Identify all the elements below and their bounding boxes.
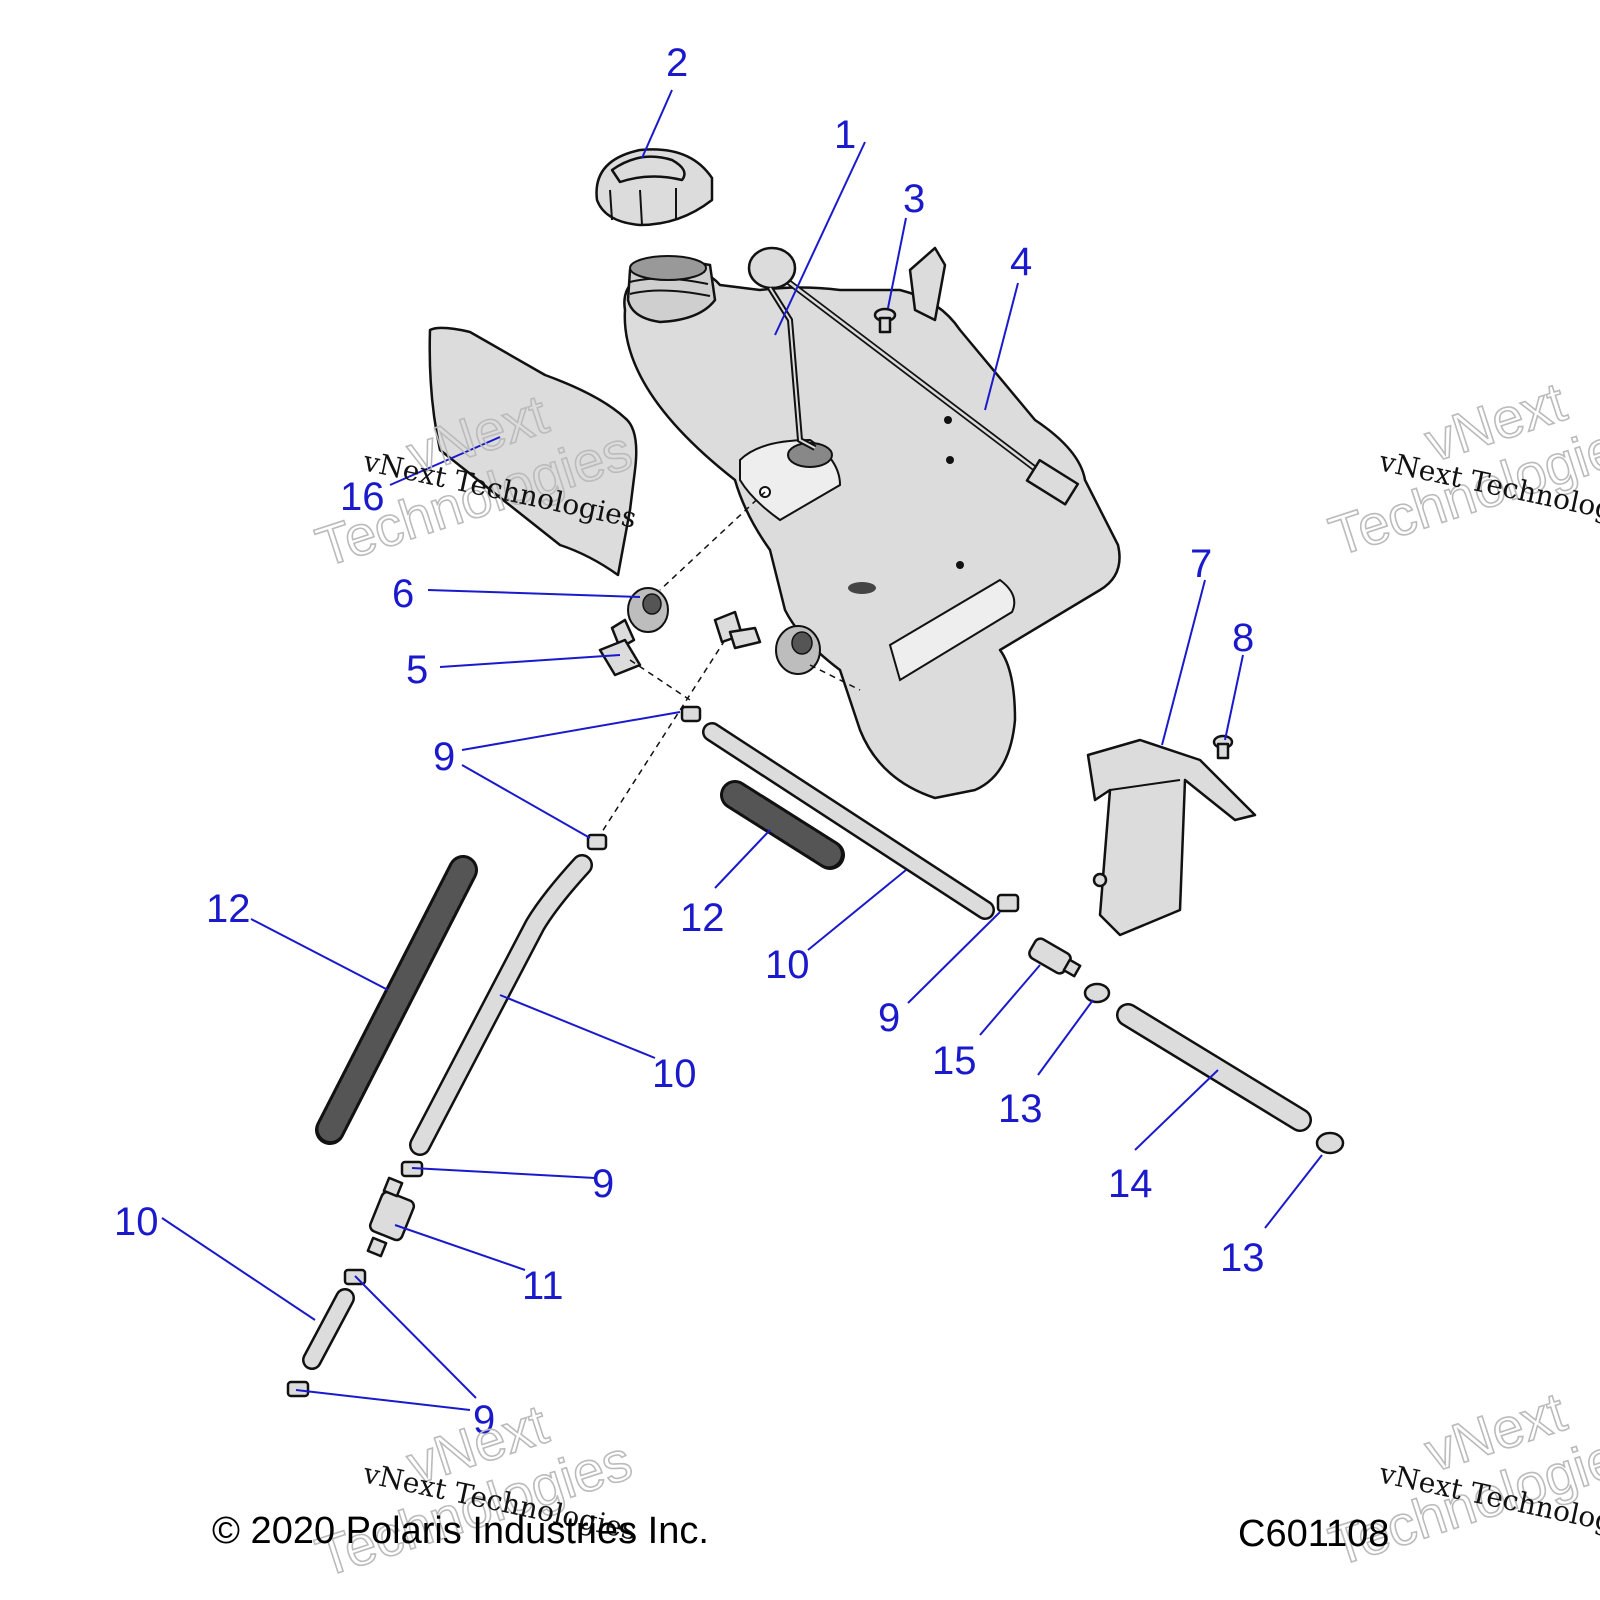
copyright-text: © 2020 Polaris Industries Inc. xyxy=(212,1510,709,1552)
clamp-9b xyxy=(586,833,608,851)
vent-hose-14 xyxy=(1116,1003,1312,1132)
bolt-8 xyxy=(1212,734,1234,760)
clamp-9c xyxy=(996,893,1020,913)
callout-15: 15 xyxy=(932,1039,977,1083)
elbow-fitting-5b xyxy=(713,610,762,650)
callout-10b: 10 xyxy=(652,1052,697,1096)
callout-9d: 9 xyxy=(473,1398,495,1442)
callout-9a: 9 xyxy=(433,735,455,779)
fuel-sender xyxy=(747,246,1080,506)
callout-6: 6 xyxy=(392,572,414,616)
callouts: 1 2 3 4 5 6 7 8 9 9 9 9 10 10 10 11 12 1… xyxy=(114,41,1265,1442)
check-valve xyxy=(1028,937,1082,978)
callout-14: 14 xyxy=(1108,1162,1153,1206)
elbow-fitting-5 xyxy=(598,618,642,677)
callout-12a: 12 xyxy=(206,887,251,931)
hose-10c xyxy=(302,1288,355,1370)
clamp-13a xyxy=(1083,982,1111,1004)
callout-16: 16 xyxy=(340,475,385,519)
grommet-6 xyxy=(627,587,669,633)
clamp-9f xyxy=(286,1380,310,1398)
callout-9b: 9 xyxy=(878,996,900,1040)
callout-2: 2 xyxy=(666,41,688,85)
callout-8: 8 xyxy=(1232,616,1254,660)
hose-10b xyxy=(409,854,593,1156)
sleeve-12b xyxy=(720,780,845,870)
callout-12b: 12 xyxy=(680,896,725,940)
heat-shield xyxy=(428,326,638,577)
callout-13b: 13 xyxy=(1220,1236,1265,1280)
fuel-tank xyxy=(623,246,1121,800)
callout-9c: 9 xyxy=(592,1162,614,1206)
callout-1: 1 xyxy=(834,113,856,157)
fuel-filter xyxy=(366,1176,416,1258)
fuel-cap xyxy=(595,148,714,227)
sleeve-12a xyxy=(315,855,478,1145)
clamp-9a xyxy=(680,705,702,723)
callout-5: 5 xyxy=(406,648,428,692)
assembly-lines xyxy=(599,491,861,836)
callout-4: 4 xyxy=(1010,240,1032,284)
figure-code: C601108 xyxy=(1238,1513,1389,1555)
callout-11: 11 xyxy=(522,1264,564,1308)
callout-7: 7 xyxy=(1190,542,1212,586)
clamp-13b xyxy=(1315,1131,1345,1155)
callout-10c: 10 xyxy=(114,1200,159,1244)
grommet-6b xyxy=(775,625,821,675)
callout-3: 3 xyxy=(903,177,925,221)
callout-13a: 13 xyxy=(998,1087,1043,1131)
bolt-3 xyxy=(873,307,897,334)
hose-10a xyxy=(702,722,995,920)
callout-10a: 10 xyxy=(765,943,810,987)
bracket-7 xyxy=(1086,738,1257,937)
leader-lines xyxy=(161,89,1323,1411)
